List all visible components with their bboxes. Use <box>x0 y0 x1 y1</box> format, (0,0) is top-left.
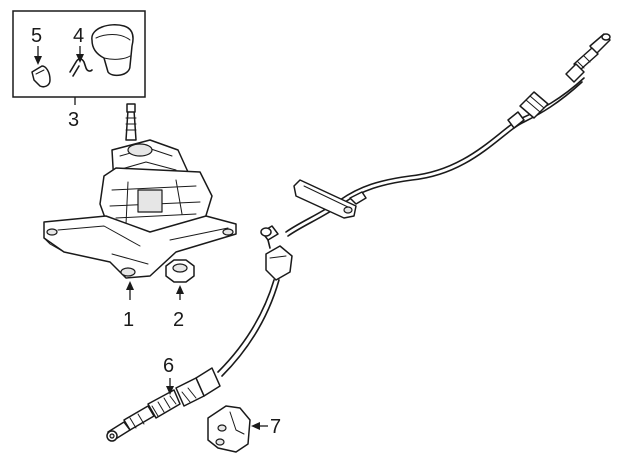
callout-label-5: 5 <box>31 25 42 47</box>
callout-7: 7 <box>251 416 281 438</box>
hex-nut[interactable] <box>165 259 195 283</box>
callout-label-6: 6 <box>163 355 174 377</box>
callout-2: 2 <box>173 285 184 331</box>
callout-label-3: 3 <box>68 109 79 131</box>
callout-label-7: 7 <box>270 416 281 438</box>
inset-box-group <box>12 10 146 98</box>
shift-cable[interactable] <box>106 33 611 442</box>
retaining-clip[interactable] <box>69 58 93 77</box>
cable-bracket[interactable] <box>207 405 251 453</box>
callout-label-1: 1 <box>123 309 134 331</box>
shift-knob[interactable] <box>91 24 134 77</box>
callout-1: 1 <box>123 281 134 331</box>
callout-label-4: 4 <box>73 25 84 47</box>
callout-5: 5 <box>31 25 42 65</box>
callout-label-2: 2 <box>173 309 184 331</box>
callout-4: 4 <box>73 25 84 63</box>
shifter-assembly[interactable] <box>43 103 237 279</box>
callout-3: 3 <box>68 97 79 131</box>
inset-box <box>12 10 146 98</box>
release-button[interactable] <box>31 65 51 88</box>
callout-6: 6 <box>163 355 174 395</box>
